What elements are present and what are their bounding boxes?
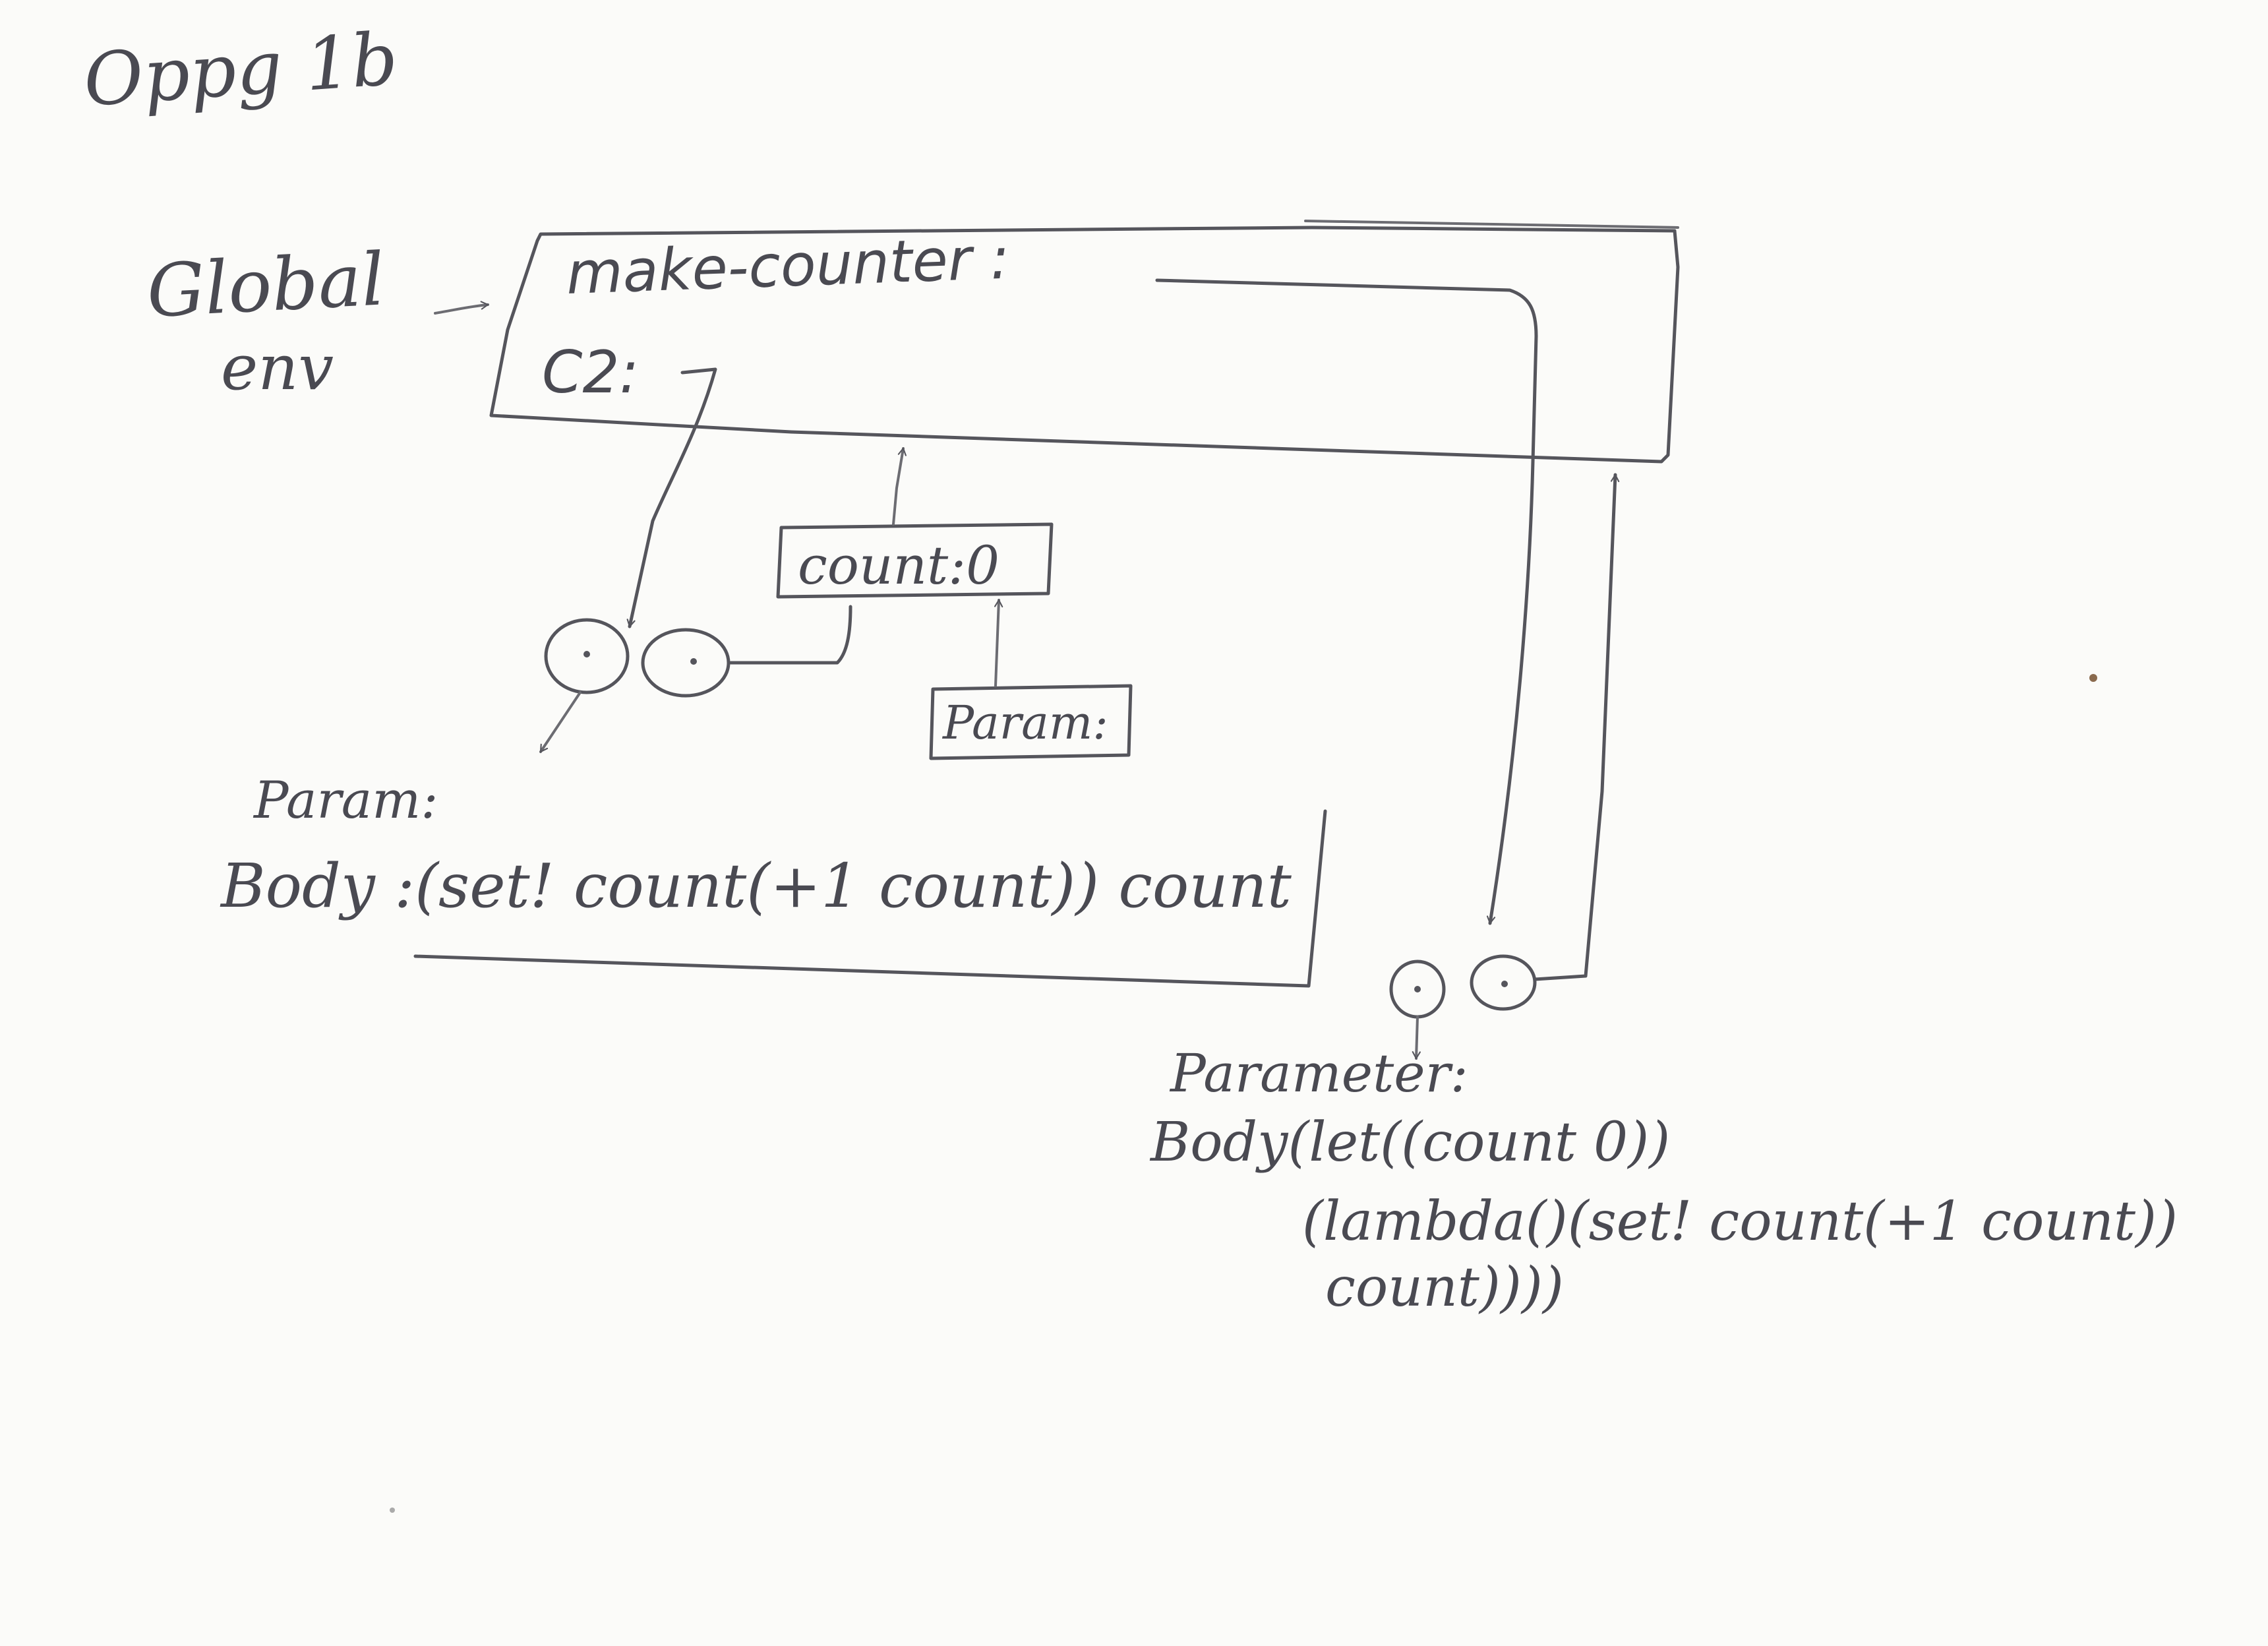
- count-frame-box: [776, 522, 1054, 599]
- make-counter-env-dot: [1501, 981, 1508, 987]
- c2-code-dot: [583, 651, 590, 657]
- c2-procedure-bracket: [413, 809, 1327, 988]
- c2-code-circle: [544, 618, 630, 694]
- paper-speck: [2089, 674, 2097, 682]
- make-counter-pointer: [1155, 278, 1538, 925]
- global-frame-box: [489, 226, 1680, 464]
- global-env-line1: Global: [145, 237, 387, 334]
- make-counter-procedure-object: [1389, 954, 1537, 1019]
- c2-pointer: [626, 367, 717, 628]
- c2-procedure-text: Param: Body :(set! count(+1 count)) coun…: [220, 771, 1292, 921]
- paper-speck: [390, 1508, 395, 1513]
- global-frame-top-overdraw: [1304, 220, 1679, 229]
- make-counter-env-pointer: [1533, 473, 1620, 981]
- param-frame-parent-pointer: [994, 598, 1003, 687]
- make-counter-body-line-3: count)))): [1325, 1256, 1564, 1319]
- c2-procedure-object: [544, 618, 731, 698]
- c2-code-pointer: [539, 691, 582, 753]
- count-frame-binding: count:0: [798, 535, 1000, 596]
- binding-c2: C2:: [542, 338, 639, 406]
- make-counter-body-line-1: Body(let((count 0)): [1149, 1111, 1670, 1174]
- make-counter-procedure-text: Parameter: Body(let((count 0)) (lambda()…: [1149, 1043, 2178, 1319]
- c2-body: Body :(set! count(+1 count)) count: [220, 851, 1292, 921]
- corner-note: Oppg 1b: [81, 16, 401, 123]
- c2-env-pointer: [729, 605, 852, 665]
- c2-env-circle: [641, 628, 731, 698]
- make-counter-code-dot: [1414, 986, 1421, 992]
- global-env-line2: env: [221, 332, 334, 404]
- make-counter-body-line-2: (lambda()(set! count(+1 count)): [1302, 1190, 2178, 1253]
- param-frame-label: Param:: [941, 696, 1108, 750]
- global-env-label: Global env: [145, 237, 387, 404]
- make-counter-code-pointer: [1412, 1016, 1421, 1060]
- c2-params: Param:: [253, 771, 438, 830]
- count-frame-parent-pointer: [892, 446, 907, 526]
- global-env-pointer-arrow: [434, 301, 490, 315]
- make-counter-params: Parameter:: [1169, 1043, 1468, 1104]
- make-counter-env-circle: [1470, 954, 1537, 1011]
- c2-env-dot: [690, 658, 697, 665]
- param-frame-box: [929, 684, 1133, 760]
- binding-make-counter: make-counter :: [565, 224, 1011, 307]
